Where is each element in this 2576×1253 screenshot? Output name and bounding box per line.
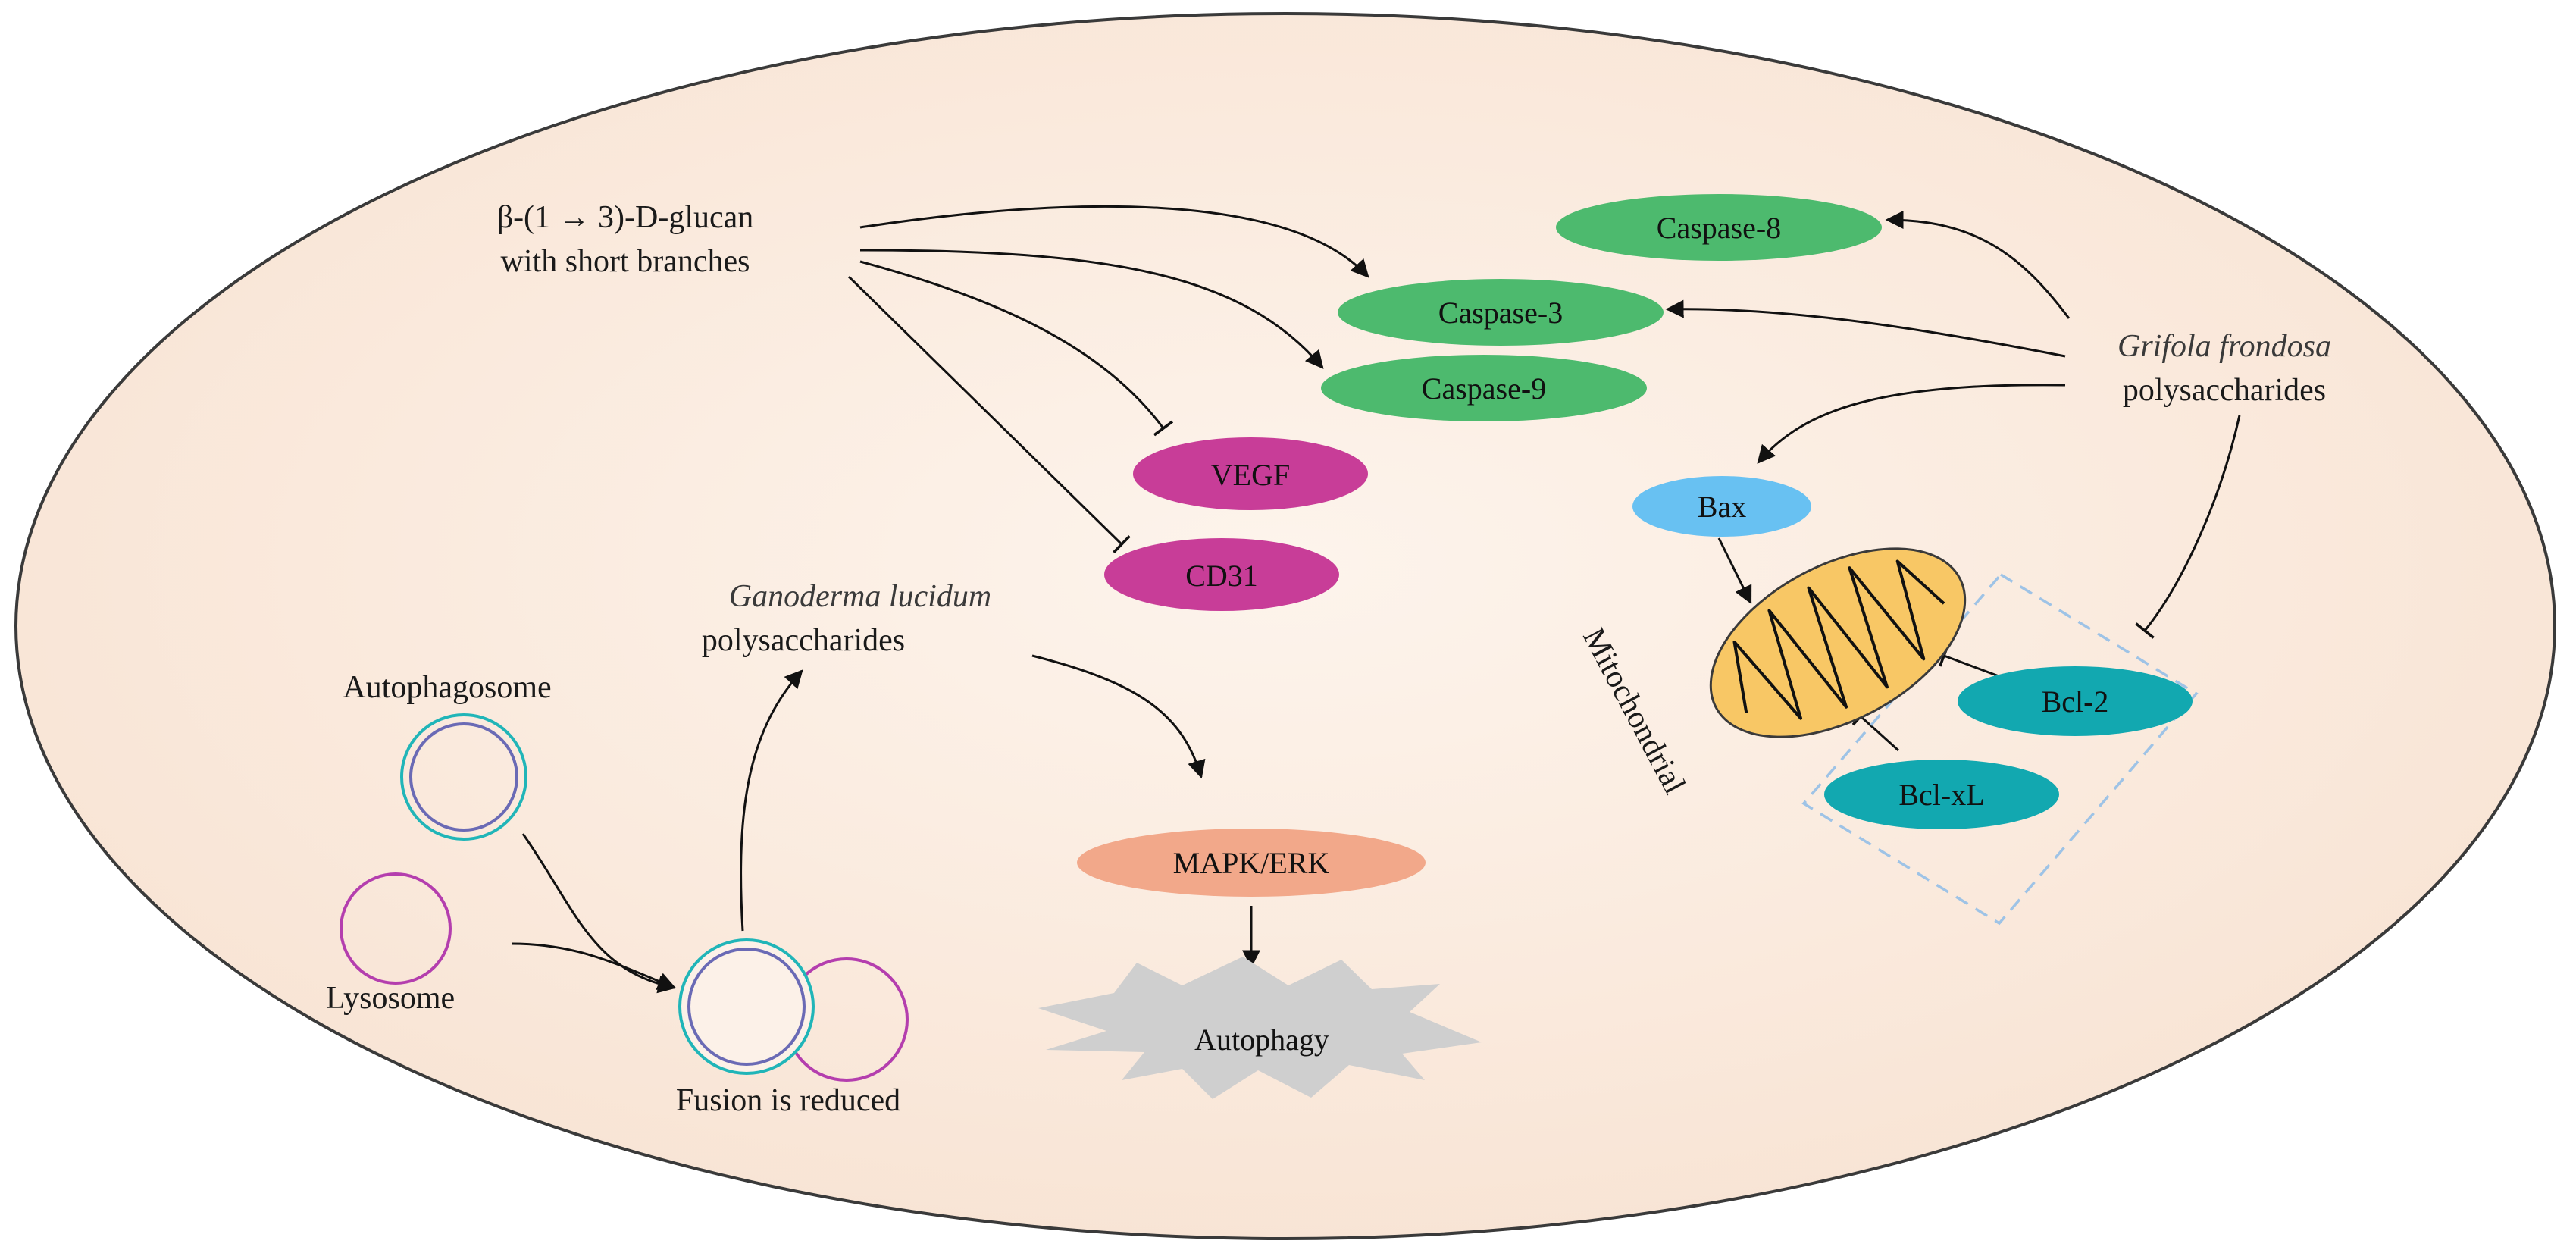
beta-glucan-label-line2: with short branches [501,244,750,279]
lysosome-label: Lysosome [326,981,455,1016]
arrow-grifola-bax [1757,384,2066,464]
autophagosome [400,713,527,841]
arrow-ganoderma-mapk [1031,654,1206,779]
caspase-8-node: Caspase-8 [1556,194,1882,261]
inhibit-grifola-bcl2 [2135,415,2241,639]
connectors [511,205,2241,994]
beta-glucan-label-line1: β-(1 → 3)-D-glucan [497,200,754,235]
vegf-node: VEGF [1133,437,1368,510]
bax-label: Bax [1698,490,1746,524]
mapk-erk-node: MAPK/ERK [1077,829,1426,897]
arrow-glucan-caspase9 [859,249,1324,369]
bcl-xl-node: Bcl-xL [1824,760,2059,829]
vegf-label: VEGF [1211,458,1290,492]
bax-node: Bax [1632,476,1811,537]
mitochondrion [1709,547,1967,738]
arrow-autophagosome-fusion [521,833,677,994]
bcl-xl-label: Bcl-xL [1898,778,1984,812]
caspase-8-label: Caspase-8 [1657,211,1781,245]
ganoderma-label-line2: polysaccharides [702,623,905,658]
bcl-dashed-box [1801,572,2199,926]
caspase-9-node: Caspase-9 [1321,355,1647,421]
grifola-label-line2: polysaccharides [2123,373,2326,408]
bcl-2-label: Bcl-2 [2042,684,2109,719]
arrow-fusion-ganoderma [740,669,803,932]
mitochondrion-cristae [1732,559,1945,720]
inhibit-bcl2-mito [1939,644,2002,678]
autophagosome-label: Autophagosome [343,670,551,705]
autophagy-node: Autophagy [1038,957,1482,1099]
autophagy-starburst [1038,957,1482,1099]
arrow-grifola-caspase8 [1885,211,2071,319]
bcl-2-node: Bcl-2 [1958,666,2193,736]
cd31-node: CD31 [1104,538,1339,611]
fusion-label: Fusion is reduced [676,1083,900,1118]
cell-membrane [14,12,2556,1240]
arrow-lysosome-fusion [511,942,677,990]
arrow-bax-mito [1717,537,1752,605]
cd31-label: CD31 [1185,559,1258,593]
fused-vesicle [678,938,909,1082]
mapk-erk-label: MAPK/ERK [1173,846,1330,880]
caspase-3-label: Caspase-3 [1438,296,1563,330]
grifola-label-line1: Grifola frondosa [2117,329,2331,364]
inhibit-bclxl-mito [1851,706,1900,752]
caspase-3-node: Caspase-3 [1338,279,1664,346]
arrow-grifola-caspase3 [1665,299,2066,358]
autophagy-label: Autophagy [1194,1023,1329,1057]
caspase-9-label: Caspase-9 [1422,371,1546,406]
lysosome [340,872,452,985]
ganoderma-label-line1: Ganoderma lucidum [729,579,991,614]
inhibit-glucan-vegf [859,260,1174,437]
inhibit-glucan-cd31 [847,275,1131,553]
arrow-glucan-caspase3 [859,205,1369,278]
